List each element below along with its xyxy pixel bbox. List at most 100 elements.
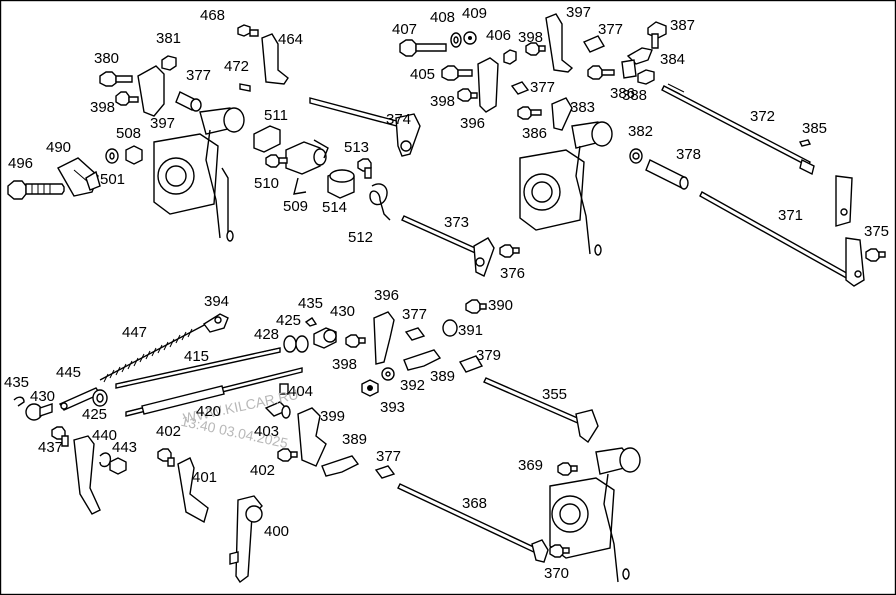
bracket-400 xyxy=(229,495,263,584)
rod-415 xyxy=(115,347,281,389)
lever-401 xyxy=(177,457,209,524)
bolt-398c xyxy=(457,88,478,102)
cable-420 xyxy=(125,367,303,417)
bracket-386a xyxy=(621,59,637,79)
bolt-380 xyxy=(99,71,133,87)
sleeve-377c xyxy=(510,81,530,95)
part-number-label: 384 xyxy=(660,51,686,68)
part-number-label: 379 xyxy=(476,347,502,364)
part-number-label: 381 xyxy=(156,30,182,47)
washer-508 xyxy=(105,148,119,164)
sleeve-377b xyxy=(582,35,606,53)
bolt-468 xyxy=(237,24,259,37)
part-385 xyxy=(798,139,812,147)
part-number-label: 371 xyxy=(778,207,804,224)
lever-440 xyxy=(73,435,101,515)
bolt-387 xyxy=(647,21,667,49)
shaft-374 xyxy=(309,97,421,157)
shaft-373 xyxy=(401,215,495,277)
bracket-397b xyxy=(545,13,574,73)
part-number-label: 377 xyxy=(186,67,212,84)
part-number-label: 397 xyxy=(566,4,592,21)
sleeve-377d xyxy=(404,327,426,341)
part-number-label: 390 xyxy=(488,297,514,314)
part-number-label: 391 xyxy=(458,322,484,339)
nut-443 xyxy=(109,457,127,475)
part-number-label: 490 xyxy=(46,139,72,156)
shaft-371 xyxy=(699,191,865,287)
nut-388 xyxy=(637,69,655,85)
part-number-label: 510 xyxy=(254,175,280,192)
washer-409 xyxy=(463,31,477,45)
housing-bottom xyxy=(549,447,641,583)
lever-389a xyxy=(403,349,442,371)
part-number-label: 408 xyxy=(430,9,456,26)
part-number-label: 374 xyxy=(386,111,412,128)
part-number-label: 409 xyxy=(462,5,488,22)
sleeve-514 xyxy=(327,169,355,199)
bolt-398a xyxy=(115,91,139,106)
part-number-label: 398 xyxy=(518,29,544,46)
part-number-label: 378 xyxy=(676,146,702,163)
nut-406 xyxy=(503,49,517,65)
part-number-label: 428 xyxy=(254,326,280,343)
pin-472 xyxy=(239,83,251,92)
bolt-390 xyxy=(465,299,487,314)
part-number-label: 389 xyxy=(342,431,368,448)
ball-joint-430a xyxy=(313,327,337,349)
part-number-label: 389 xyxy=(430,368,456,385)
sleeve-379 xyxy=(458,355,484,373)
bolt-375 xyxy=(865,248,886,262)
washer-392 xyxy=(381,367,395,381)
lever-383 xyxy=(551,97,573,131)
part-number-label: 397 xyxy=(150,115,176,132)
grommet-391 xyxy=(442,319,458,337)
grommet-404 xyxy=(279,383,289,395)
lever-381 xyxy=(137,65,165,117)
part-number-label: 377 xyxy=(376,448,402,465)
part-number-label: 402 xyxy=(156,423,182,440)
part-number-label: 509 xyxy=(283,198,309,215)
part-number-label: 468 xyxy=(200,7,226,24)
sleeve-377e xyxy=(374,465,396,479)
part-number-label: 386 xyxy=(522,125,548,142)
part-number-label: 403 xyxy=(254,423,280,440)
part-number-label: 425 xyxy=(276,312,302,329)
bolt-386c xyxy=(517,106,542,120)
bolt-510 xyxy=(265,154,288,168)
sleeve-378 xyxy=(645,159,689,190)
part-number-label: 435 xyxy=(298,295,324,312)
lever-389b xyxy=(321,455,360,477)
bolt-402a xyxy=(157,448,175,467)
part-number-label: 385 xyxy=(802,120,828,137)
part-number-label: 375 xyxy=(864,223,890,240)
part-number-label: 445 xyxy=(56,364,82,381)
part-number-label: 496 xyxy=(8,155,34,172)
ball-joint-430b xyxy=(25,403,53,421)
bolt-437 xyxy=(51,426,69,447)
part-number-label: 447 xyxy=(122,324,148,341)
nut-381 xyxy=(161,55,177,71)
washer-408 xyxy=(450,32,462,48)
grommet-425b xyxy=(92,389,108,407)
clip-440 xyxy=(99,452,112,468)
part-number-label: 398 xyxy=(332,356,358,373)
bolt-405 xyxy=(441,65,473,81)
washer-382 xyxy=(629,148,643,164)
lever-399 xyxy=(297,407,327,467)
part-number-label: 404 xyxy=(288,383,314,400)
part-number-label: 512 xyxy=(348,229,374,246)
spring-447 xyxy=(99,313,229,383)
part-number-label: 398 xyxy=(90,99,116,116)
part-number-label: 380 xyxy=(94,50,120,67)
part-number-label: 377 xyxy=(530,79,556,96)
part-number-label: 396 xyxy=(374,287,400,304)
part-number-label: 373 xyxy=(444,214,470,231)
part-number-label: 376 xyxy=(500,265,526,282)
part-number-label: 437 xyxy=(38,439,64,456)
part-number-label: 399 xyxy=(320,408,346,425)
shaft-355 xyxy=(483,377,599,444)
grommet-428 xyxy=(283,335,309,353)
